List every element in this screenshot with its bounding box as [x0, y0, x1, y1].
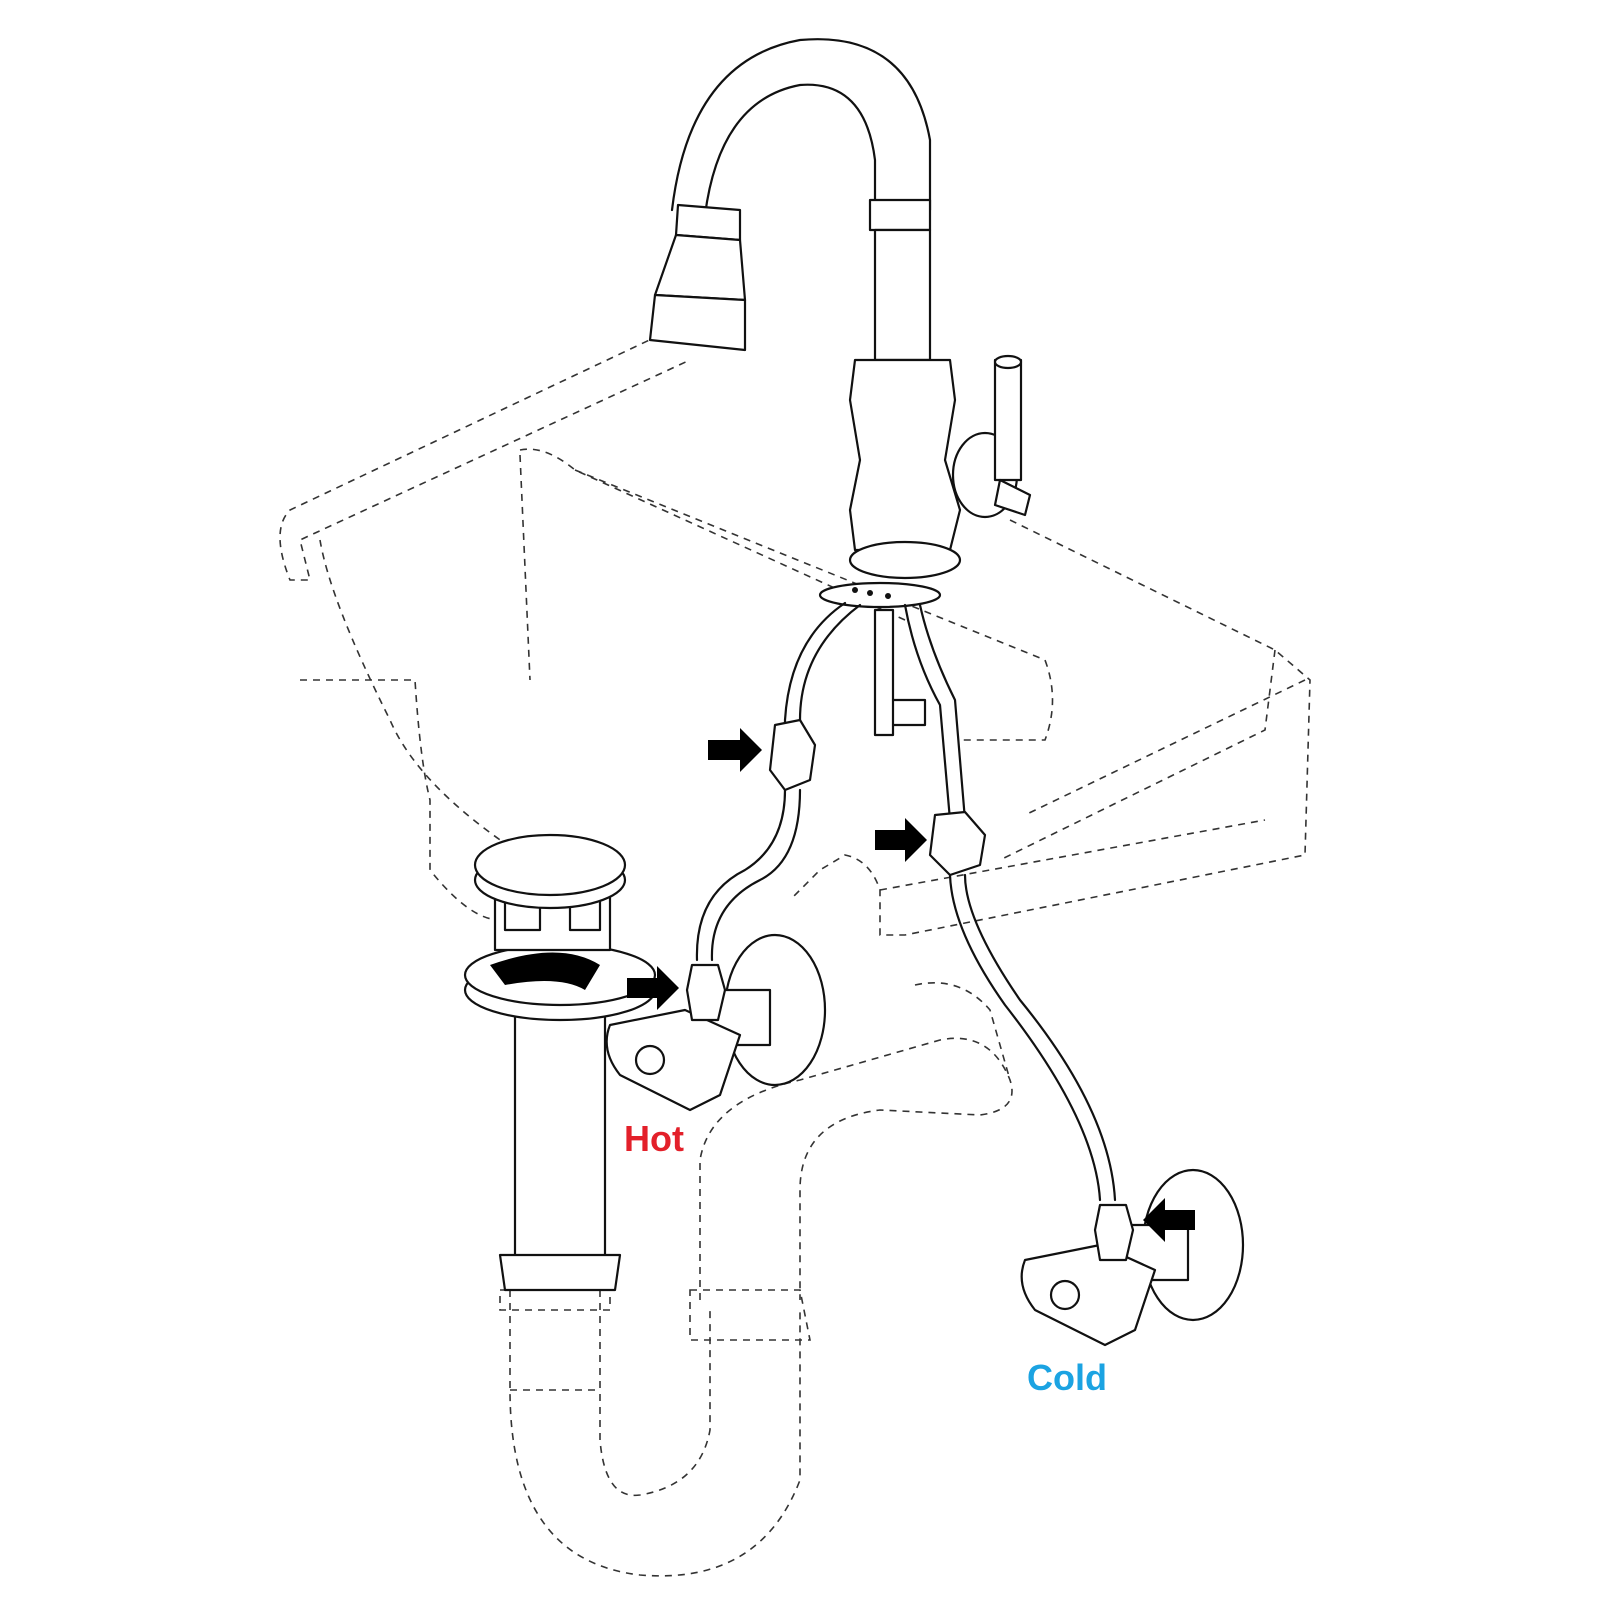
hot-label: Hot — [624, 1118, 684, 1159]
p-trap-outline — [499, 982, 1013, 1577]
hot-valve-connection-arrow — [627, 966, 679, 1010]
hot-upper-connection-arrow — [708, 728, 762, 772]
supply-lines — [695, 601, 1117, 1202]
cold-label: Cold — [1027, 1357, 1107, 1398]
sink-outline — [279, 334, 1311, 936]
faucet — [648, 38, 1032, 737]
cold-valve-connection-arrow — [1143, 1198, 1195, 1242]
cold-upper-connection-arrow — [875, 818, 927, 862]
hot-shutoff-valve — [605, 933, 827, 1112]
cold-shutoff-valve — [1020, 1168, 1245, 1347]
